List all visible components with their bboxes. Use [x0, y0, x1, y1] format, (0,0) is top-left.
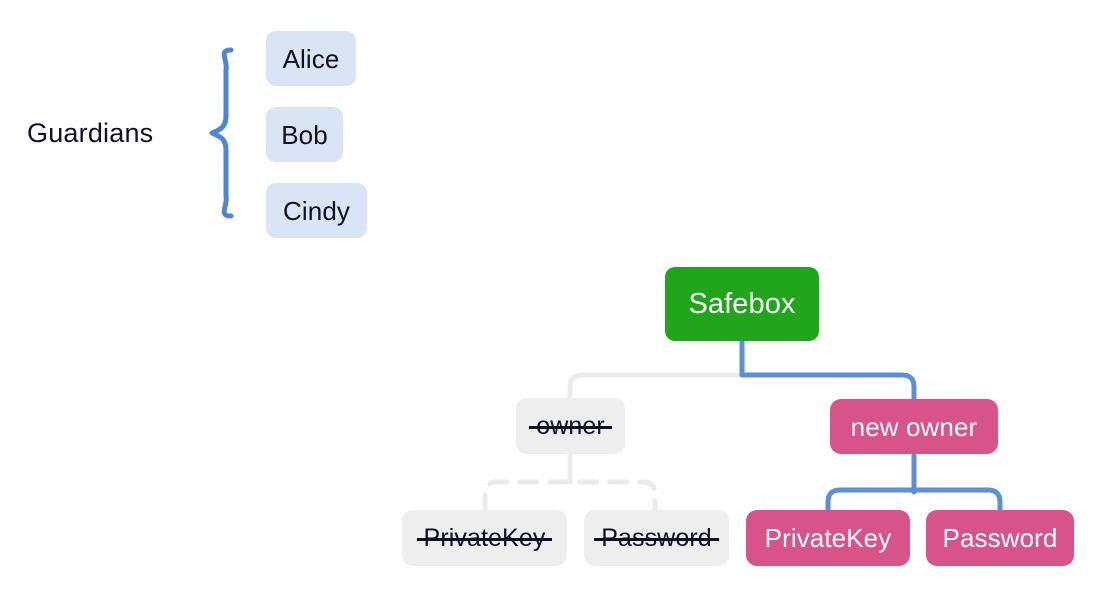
connector-safebox-to-owner [567, 372, 745, 403]
connector-safebox-to-new-owner [739, 336, 917, 405]
old-owner-label: owner [529, 413, 612, 439]
safebox-label: Safebox [688, 287, 796, 320]
old-privatekey-node[interactable]: PrivateKey [402, 510, 567, 566]
connector-owner-to-revoked-secrets [482, 479, 658, 515]
guardians-brace [209, 47, 234, 219]
connector-new-owner-to-secrets [825, 487, 1003, 517]
old-privatekey-label: PrivateKey [416, 525, 553, 551]
old-password-node[interactable]: Password [584, 510, 729, 566]
old-owner-node[interactable]: owner [516, 398, 625, 454]
guardian-card-cindy[interactable]: Cindy [266, 183, 367, 238]
guardian-name: Alice [282, 43, 340, 74]
new-password-label: Password [942, 523, 1058, 553]
new-privatekey-node[interactable]: PrivateKey [746, 510, 910, 566]
guardian-card-bob[interactable]: Bob [266, 107, 343, 162]
new-privatekey-label: PrivateKey [764, 523, 892, 553]
safebox-node[interactable]: Safebox [665, 267, 819, 341]
old-password-label: Password [594, 525, 719, 551]
new-password-node[interactable]: Password [926, 510, 1074, 566]
guardian-name: Bob [281, 119, 328, 150]
guardian-card-alice[interactable]: Alice [266, 31, 356, 86]
guardians-label: Guardians [27, 118, 154, 148]
new-owner-node[interactable]: new owner [830, 399, 998, 454]
new-owner-label: new owner [850, 411, 978, 442]
guardian-name: Cindy [283, 195, 350, 226]
